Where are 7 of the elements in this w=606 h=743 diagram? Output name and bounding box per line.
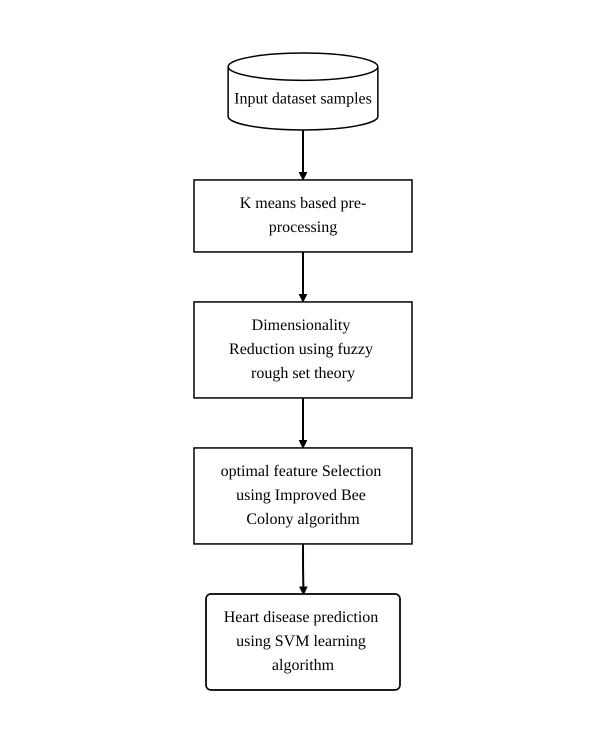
node-box: Dimensionality Reduction using fuzzy rough set theory [193,301,413,399]
arrow [298,544,308,595]
node-box: K means based pre-processing [193,179,413,253]
node-box: optimal feature Selection using Improved Bee Colony algorithm [193,447,413,545]
arrow [298,398,308,448]
arrow [298,130,308,180]
arrow [298,252,308,302]
